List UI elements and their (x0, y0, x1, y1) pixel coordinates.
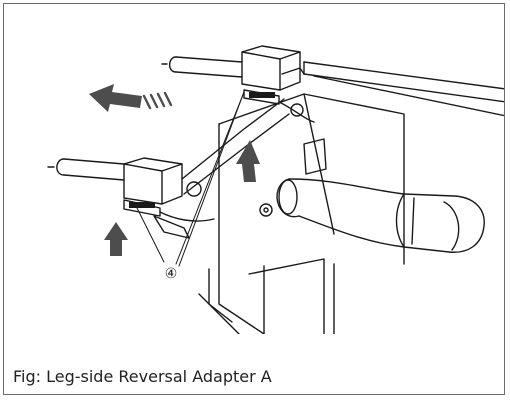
main-housing (198, 93, 405, 334)
lower-adapter (47, 157, 183, 217)
leader-lines (133, 91, 245, 267)
linkage (153, 98, 327, 239)
upper-adapter (161, 45, 305, 105)
callout-label: ④ (165, 266, 178, 282)
handle (276, 178, 485, 253)
callout-marker: ④ (165, 266, 178, 282)
frame-rail (303, 61, 504, 117)
figure-frame: ④ Fig: Leg-side Reversal Adapter A (3, 3, 505, 395)
connector-pads (129, 92, 275, 208)
figure-caption: Fig: Leg-side Reversal Adapter A (13, 367, 272, 386)
technical-illustration: ④ (47, 45, 504, 334)
motion-lines (142, 91, 173, 110)
up-arrow-icon (236, 140, 260, 182)
left-arrow-icon (89, 84, 142, 112)
up-arrow-icon (104, 222, 128, 256)
